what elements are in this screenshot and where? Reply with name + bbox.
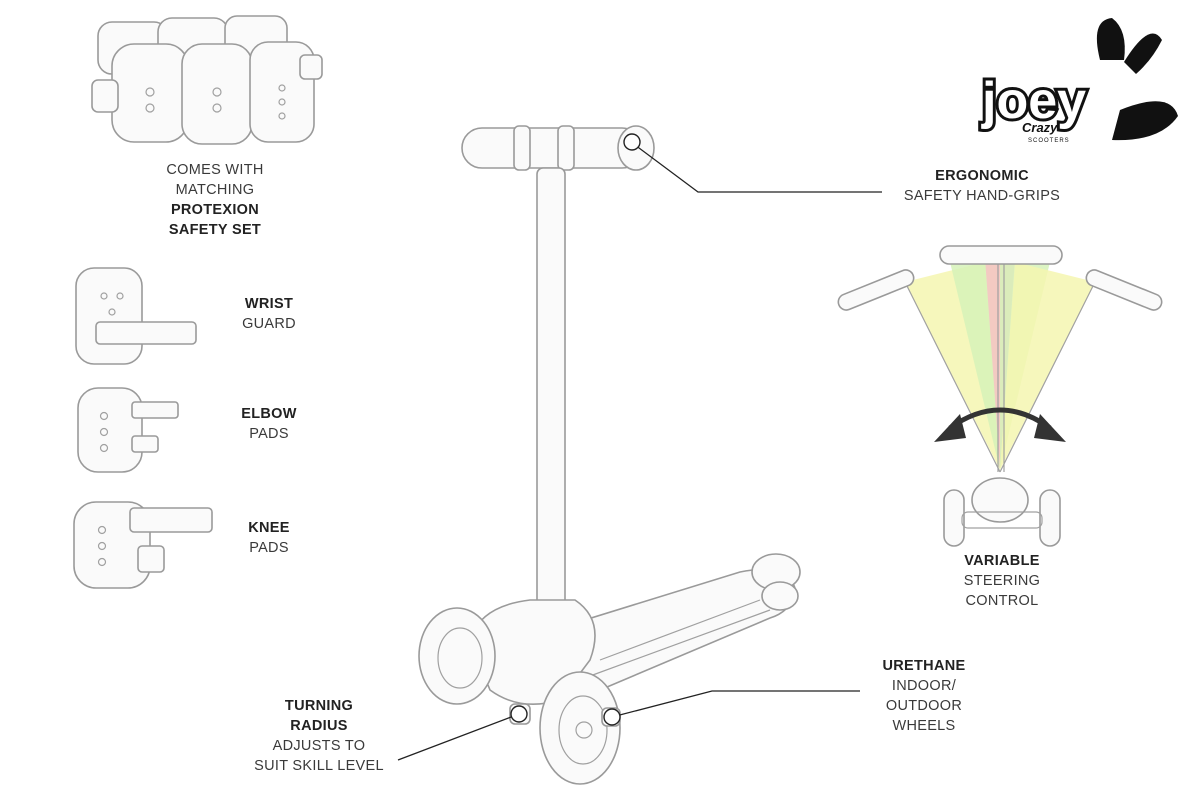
label-steering-bold: VARIABLE <box>964 553 1040 569</box>
kick-scooter-icon <box>418 125 801 785</box>
label-safety-set-line4: SAFETY SET <box>168 222 262 238</box>
label-wheels-line3: OUTDOOR <box>885 698 963 714</box>
label-safety-set-line3: PROTEXION <box>170 202 260 218</box>
brand-logo-subtext: Crazy <box>1022 120 1058 135</box>
label-turning-line3: ADJUSTS TO <box>272 738 366 754</box>
brand-logo: joey Crazy SCOOTERS <box>978 18 1178 144</box>
label-grips-bold: ERGONOMIC <box>935 168 1029 184</box>
label-wheels: URETHANE INDOOR/ OUTDOOR WHEELS <box>864 656 984 736</box>
label-safety-set-line2: MATCHING <box>175 182 255 198</box>
label-wrist-normal: GUARD <box>242 316 296 332</box>
label-steering-line3: CONTROL <box>965 593 1039 609</box>
label-wrist-bold: WRIST <box>244 296 294 312</box>
protective-pads-set-icon <box>91 15 323 145</box>
steering-diagram-icon <box>837 245 1163 547</box>
label-wrist: WRIST GUARD <box>209 294 329 334</box>
leader-grips <box>634 144 882 193</box>
label-safety-set: COMES WITH MATCHING PROTEXION SAFETY SET <box>125 160 305 240</box>
leader-turning <box>397 713 520 761</box>
label-turning-bold1: TURNING <box>284 698 354 714</box>
leader-lines <box>397 133 882 761</box>
label-knee-bold: KNEE <box>248 520 290 536</box>
brand-logo-tagline: SCOOTERS <box>1028 138 1070 144</box>
knee-pad-icon <box>73 501 213 589</box>
label-wheels-line2: INDOOR/ <box>891 678 957 694</box>
label-elbow-normal: PADS <box>249 426 289 442</box>
label-turning: TURNING RADIUS ADJUSTS TO SUIT SKILL LEV… <box>229 696 409 776</box>
label-wheels-bold: URETHANE <box>882 658 966 674</box>
label-steering: VARIABLE STEERING CONTROL <box>932 551 1072 611</box>
label-wheels-line4: WHEELS <box>892 718 956 734</box>
label-turning-bold2: RADIUS <box>290 718 348 734</box>
label-elbow-bold: ELBOW <box>241 406 297 422</box>
leader-wheels <box>611 690 860 718</box>
label-steering-line2: STEERING <box>963 573 1041 589</box>
label-knee-normal: PADS <box>249 540 289 556</box>
brand-logo-text: joey <box>981 72 1086 130</box>
elbow-pad-icon <box>77 387 179 473</box>
wrist-guard-icon <box>75 267 197 365</box>
label-grips: ERGONOMIC SAFETY HAND-GRIPS <box>882 166 1082 206</box>
label-knee: KNEE PADS <box>209 518 329 558</box>
curved-double-arrow-icon <box>934 407 1066 442</box>
label-elbow: ELBOW PADS <box>209 404 329 444</box>
label-grips-normal: SAFETY HAND-GRIPS <box>903 188 1061 204</box>
label-turning-line4: SUIT SKILL LEVEL <box>254 758 384 774</box>
label-safety-set-line1: COMES WITH <box>166 162 264 178</box>
